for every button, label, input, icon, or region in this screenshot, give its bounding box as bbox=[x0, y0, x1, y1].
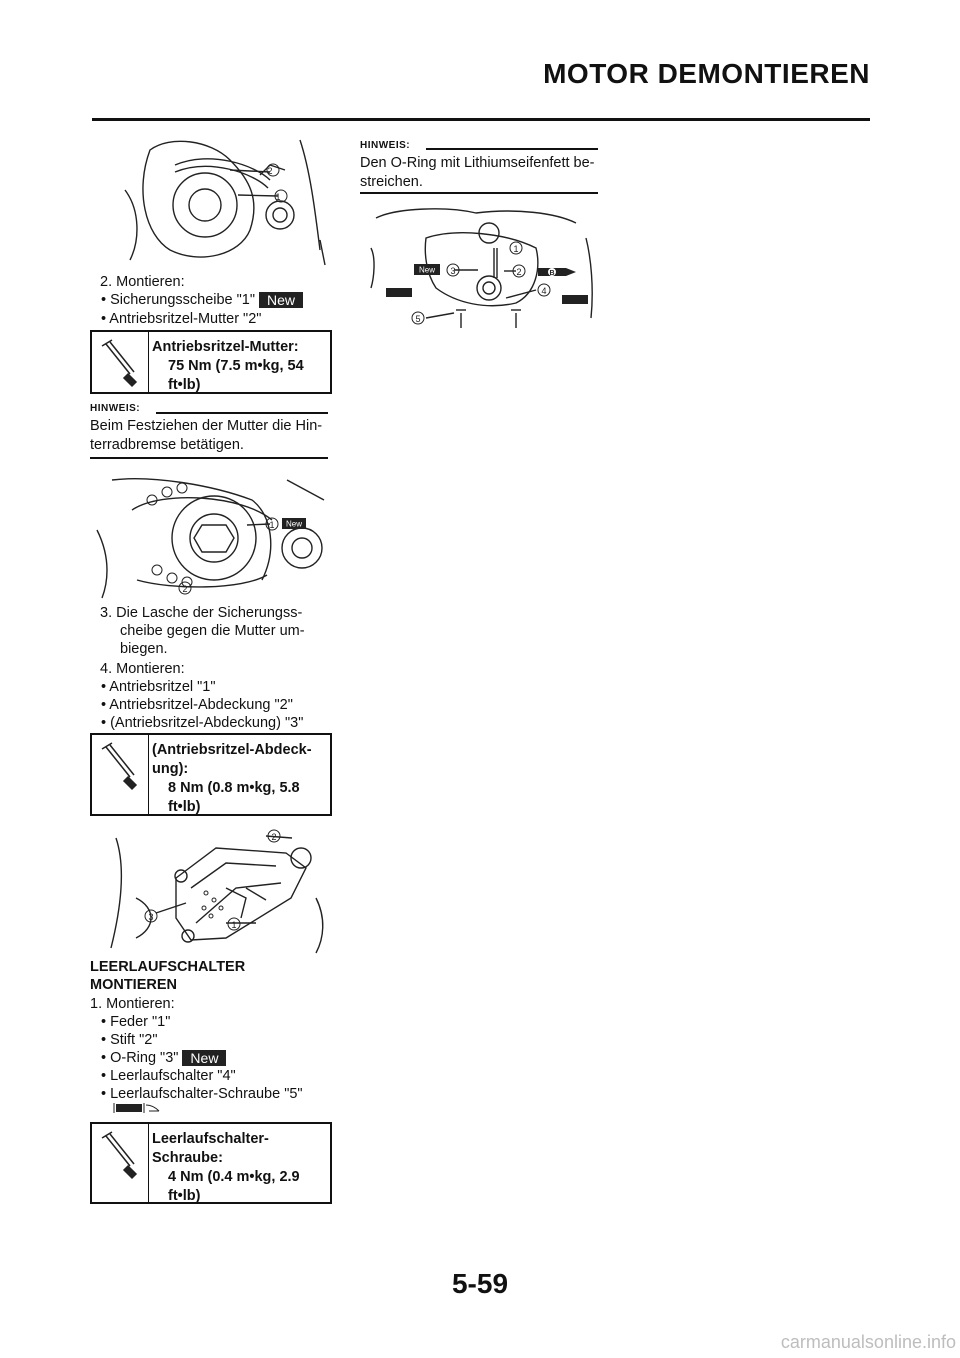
callout-1: 1 bbox=[231, 920, 236, 930]
section-item-5: • Leerlaufschalter-Schraube "5" bbox=[101, 1086, 303, 1102]
figure-sprocket-lock-washer: 2 1 bbox=[124, 139, 326, 266]
step-3-line: 3. Die Lasche der Sicherungss-cheibe geg… bbox=[100, 605, 305, 657]
step-2-item-2: • Antriebsritzel-Mutter "2" bbox=[101, 311, 262, 327]
callout-1: 1 bbox=[513, 244, 518, 254]
figure-sprocket-cover: 2 3 1 bbox=[110, 829, 324, 954]
section-step-1-line: 1. Montieren: bbox=[90, 996, 175, 1012]
grease-icon bbox=[113, 1103, 160, 1113]
callout-2: 2 bbox=[516, 267, 521, 277]
new-badge: New bbox=[259, 292, 304, 309]
note-rule-top bbox=[156, 412, 328, 414]
step-4-item-2: • Antriebsritzel-Abdeckung "2" bbox=[101, 697, 293, 713]
callout-1: 1 bbox=[275, 192, 280, 202]
torque-spec-box: (Antriebsritzel-Abdeck-ung): 8 Nm (0.8 m… bbox=[90, 733, 332, 816]
torque-wrench-icon bbox=[92, 1124, 149, 1202]
note-label: HINWEIS: bbox=[90, 403, 141, 414]
note-label: HINWEIS: bbox=[360, 140, 411, 151]
torque-spec-box: Antriebsritzel-Mutter: 75 Nm (7.5 m•kg, … bbox=[90, 330, 332, 394]
new-badge: New bbox=[419, 266, 435, 275]
callout-4: 4 bbox=[541, 286, 546, 296]
new-badge: New bbox=[286, 520, 302, 529]
step-2-line: 2. Montieren: bbox=[100, 274, 185, 290]
section-item-3: • O-Ring "3"New bbox=[101, 1049, 227, 1067]
callout-1: 1 bbox=[269, 520, 274, 530]
page-number: 5-59 bbox=[451, 1268, 509, 1299]
callout-2: 2 bbox=[182, 584, 187, 594]
step-4-item-3: • (Antriebsritzel-Abdeckung) "3" bbox=[101, 715, 304, 731]
step-4-item-1: • Antriebsritzel "1" bbox=[101, 679, 216, 695]
item-text: • Sicherungsscheibe "1" bbox=[101, 292, 256, 308]
grease-b-symbol: B bbox=[549, 270, 554, 277]
torque-wrench-icon bbox=[92, 332, 149, 392]
spec-value: 75 Nm (7.5 m•kg, 54 ft•lb) bbox=[168, 358, 304, 393]
note-rule-bottom bbox=[360, 192, 598, 194]
callout-5: 5 bbox=[415, 314, 420, 324]
torque-spec-box: Leerlaufschalter-Schraube: 4 Nm (0.4 m•k… bbox=[90, 1122, 332, 1204]
section-item-2: • Stift "2" bbox=[101, 1032, 158, 1048]
step-2-item-1: • Sicherungsscheibe "1"New bbox=[101, 291, 304, 309]
section-item-4: • Leerlaufschalter "4" bbox=[101, 1068, 236, 1084]
step-4-line: 4. Montieren: bbox=[100, 661, 185, 677]
figure-sprocket-nut: New 1 2 bbox=[96, 478, 325, 599]
note-rule-bottom bbox=[90, 457, 328, 459]
section-heading: LEERLAUFSCHALTER MONTIEREN bbox=[90, 959, 246, 993]
figure-neutral-switch: New B 1 2 3 4 5 bbox=[370, 208, 593, 328]
callout-3: 3 bbox=[148, 912, 153, 922]
callout-2: 2 bbox=[271, 832, 276, 842]
header-rule bbox=[92, 118, 870, 121]
new-badge: New bbox=[182, 1050, 227, 1067]
watermark[interactable]: carmanualsonline.info bbox=[780, 1332, 956, 1352]
note-rule-top bbox=[426, 148, 598, 150]
page-title: MOTOR DEMONTIEREN bbox=[543, 58, 870, 89]
item-text: • O-Ring "3" bbox=[101, 1050, 179, 1066]
torque-wrench-icon bbox=[92, 735, 149, 814]
callout-3: 3 bbox=[450, 266, 455, 276]
spec-title: (Antriebsritzel-Abdeck-ung): bbox=[152, 742, 312, 777]
note-text: Den O-Ring mit Lithiumseifenfett be-stre… bbox=[360, 155, 595, 190]
spec-title: Antriebsritzel-Mutter: bbox=[152, 339, 299, 355]
spec-value: 8 Nm (0.8 m•kg, 5.8 ft•lb) bbox=[168, 780, 300, 815]
callout-2: 2 bbox=[267, 166, 272, 176]
section-item-1: • Feder "1" bbox=[101, 1014, 171, 1030]
spec-value: 4 Nm (0.4 m•kg, 2.9 ft•lb) bbox=[168, 1169, 300, 1204]
note-text: Beim Festziehen der Mutter die Hin-terra… bbox=[90, 418, 323, 453]
spec-title: Leerlaufschalter-Schraube: bbox=[152, 1131, 269, 1166]
